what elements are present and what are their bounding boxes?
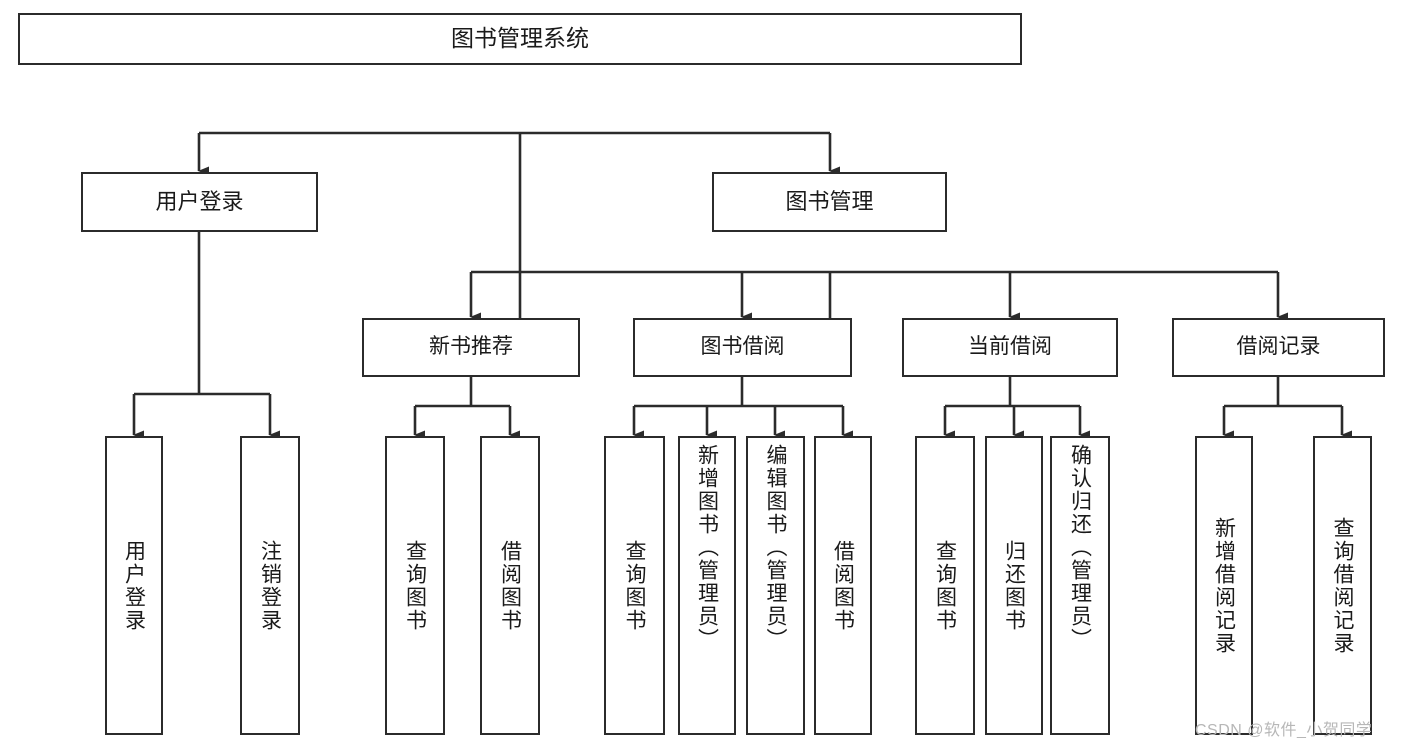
node-borrow-record-label: 借阅记录 <box>1236 335 1321 359</box>
node-leaf-borrow-book-1-label: 借阅图书 <box>498 539 522 632</box>
node-leaf-query-record[interactable]: 查询借阅记录 <box>1313 436 1372 735</box>
node-leaf-add-book-label: 新增图书（管理员） <box>695 444 719 651</box>
node-book-borrow[interactable]: 图书借阅 <box>633 318 852 377</box>
node-leaf-confirm-return-label: 确认归还（管理员） <box>1068 444 1092 651</box>
node-book-borrow-label: 图书借阅 <box>700 335 785 359</box>
node-leaf-return-book[interactable]: 归还图书 <box>985 436 1043 735</box>
node-leaf-query-book-3-label: 查询图书 <box>933 539 957 632</box>
node-leaf-query-book-1[interactable]: 查询图书 <box>385 436 445 735</box>
node-book-manage[interactable]: 图书管理 <box>712 172 947 232</box>
node-new-book-recommend-label: 新书推荐 <box>429 335 513 359</box>
node-current-borrow[interactable]: 当前借阅 <box>902 318 1118 377</box>
node-root-system[interactable]: 图书管理系统 <box>18 13 1022 65</box>
node-leaf-query-book-2-label: 查询图书 <box>623 539 646 632</box>
node-leaf-add-record-label: 新增借阅记录 <box>1212 516 1236 655</box>
node-leaf-query-record-label: 查询借阅记录 <box>1331 516 1354 655</box>
node-root-label: 图书管理系统 <box>451 25 589 52</box>
node-leaf-add-book[interactable]: 新增图书（管理员） <box>678 436 736 735</box>
node-leaf-user-login-label: 用户登录 <box>122 539 146 632</box>
node-leaf-user-login[interactable]: 用户登录 <box>105 436 163 735</box>
node-leaf-confirm-return[interactable]: 确认归还（管理员） <box>1050 436 1110 735</box>
node-leaf-return-book-label: 归还图书 <box>1002 539 1026 632</box>
node-leaf-borrow-book-1[interactable]: 借阅图书 <box>480 436 540 735</box>
node-borrow-record[interactable]: 借阅记录 <box>1172 318 1385 377</box>
node-user-login-label: 用户登录 <box>155 189 244 215</box>
node-leaf-borrow-book-2[interactable]: 借阅图书 <box>814 436 872 735</box>
node-leaf-query-book-2[interactable]: 查询图书 <box>604 436 665 735</box>
node-new-book-recommend[interactable]: 新书推荐 <box>362 318 580 377</box>
node-leaf-query-book-3[interactable]: 查询图书 <box>915 436 975 735</box>
node-user-login[interactable]: 用户登录 <box>81 172 318 232</box>
node-leaf-logout[interactable]: 注销登录 <box>240 436 300 735</box>
node-leaf-add-record[interactable]: 新增借阅记录 <box>1195 436 1253 735</box>
node-leaf-borrow-book-2-label: 借阅图书 <box>831 539 855 632</box>
node-book-manage-label: 图书管理 <box>785 189 874 215</box>
csdn-watermark: CSDN @软件_小贺同学 <box>1195 722 1373 739</box>
node-leaf-logout-label: 注销登录 <box>258 539 282 632</box>
node-leaf-edit-book[interactable]: 编辑图书（管理员） <box>746 436 805 735</box>
node-current-borrow-label: 当前借阅 <box>968 335 1052 359</box>
node-leaf-query-book-1-label: 查询图书 <box>403 539 427 632</box>
node-leaf-edit-book-label: 编辑图书（管理员） <box>764 444 787 651</box>
